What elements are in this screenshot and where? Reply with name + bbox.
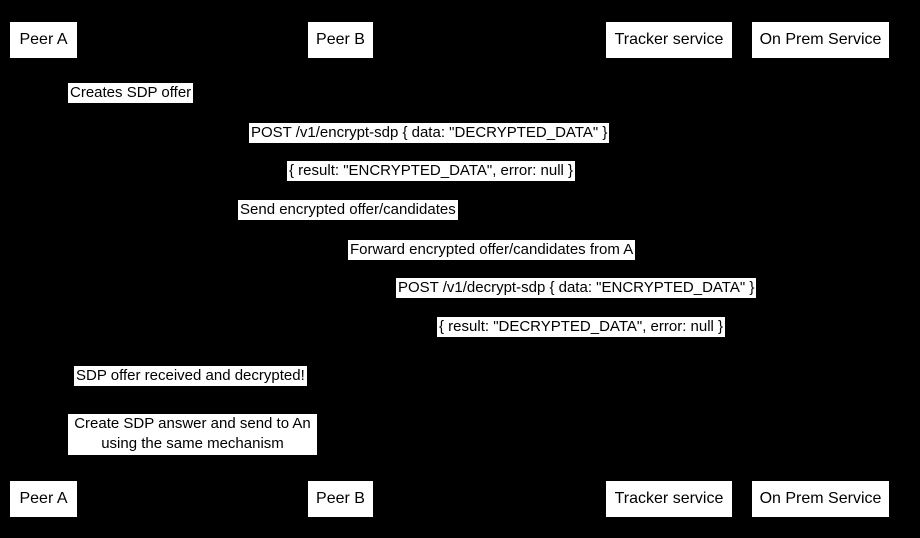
- participant-on-prem-service-bottom: On Prem Service: [752, 481, 889, 517]
- message-encrypt-result: { result: "ENCRYPTED_DATA", error: null …: [287, 161, 576, 181]
- message-send-encrypted-offer: Send encrypted offer/candidates: [238, 200, 458, 220]
- message-sdp-offer-received: SDP offer received and decrypted!: [74, 366, 307, 386]
- note-line-1: Create SDP answer and send to An: [74, 415, 311, 432]
- participant-on-prem-service-top: On Prem Service: [752, 22, 889, 58]
- message-post-decrypt-sdp: POST /v1/decrypt-sdp { data: "ENCRYPTED_…: [396, 278, 757, 298]
- message-post-encrypt-sdp: POST /v1/encrypt-sdp { data: "DECRYPTED_…: [249, 123, 610, 143]
- note-line-2: using the same mechanism: [101, 435, 284, 452]
- message-decrypt-result: { result: "DECRYPTED_DATA", error: null …: [437, 317, 726, 337]
- message-forward-encrypted-offer: Forward encrypted offer/candidates from …: [348, 240, 636, 260]
- participant-peer-b-top: Peer B: [308, 22, 373, 58]
- note-create-sdp-answer: Create SDP answer and send to An using t…: [68, 414, 317, 455]
- participant-tracker-service-bottom: Tracker service: [606, 481, 732, 517]
- participant-peer-a-bottom: Peer A: [10, 481, 77, 517]
- message-creates-sdp-offer: Creates SDP offer: [68, 83, 194, 103]
- participant-peer-b-bottom: Peer B: [308, 481, 373, 517]
- participant-tracker-service-top: Tracker service: [606, 22, 732, 58]
- participant-peer-a-top: Peer A: [10, 22, 77, 58]
